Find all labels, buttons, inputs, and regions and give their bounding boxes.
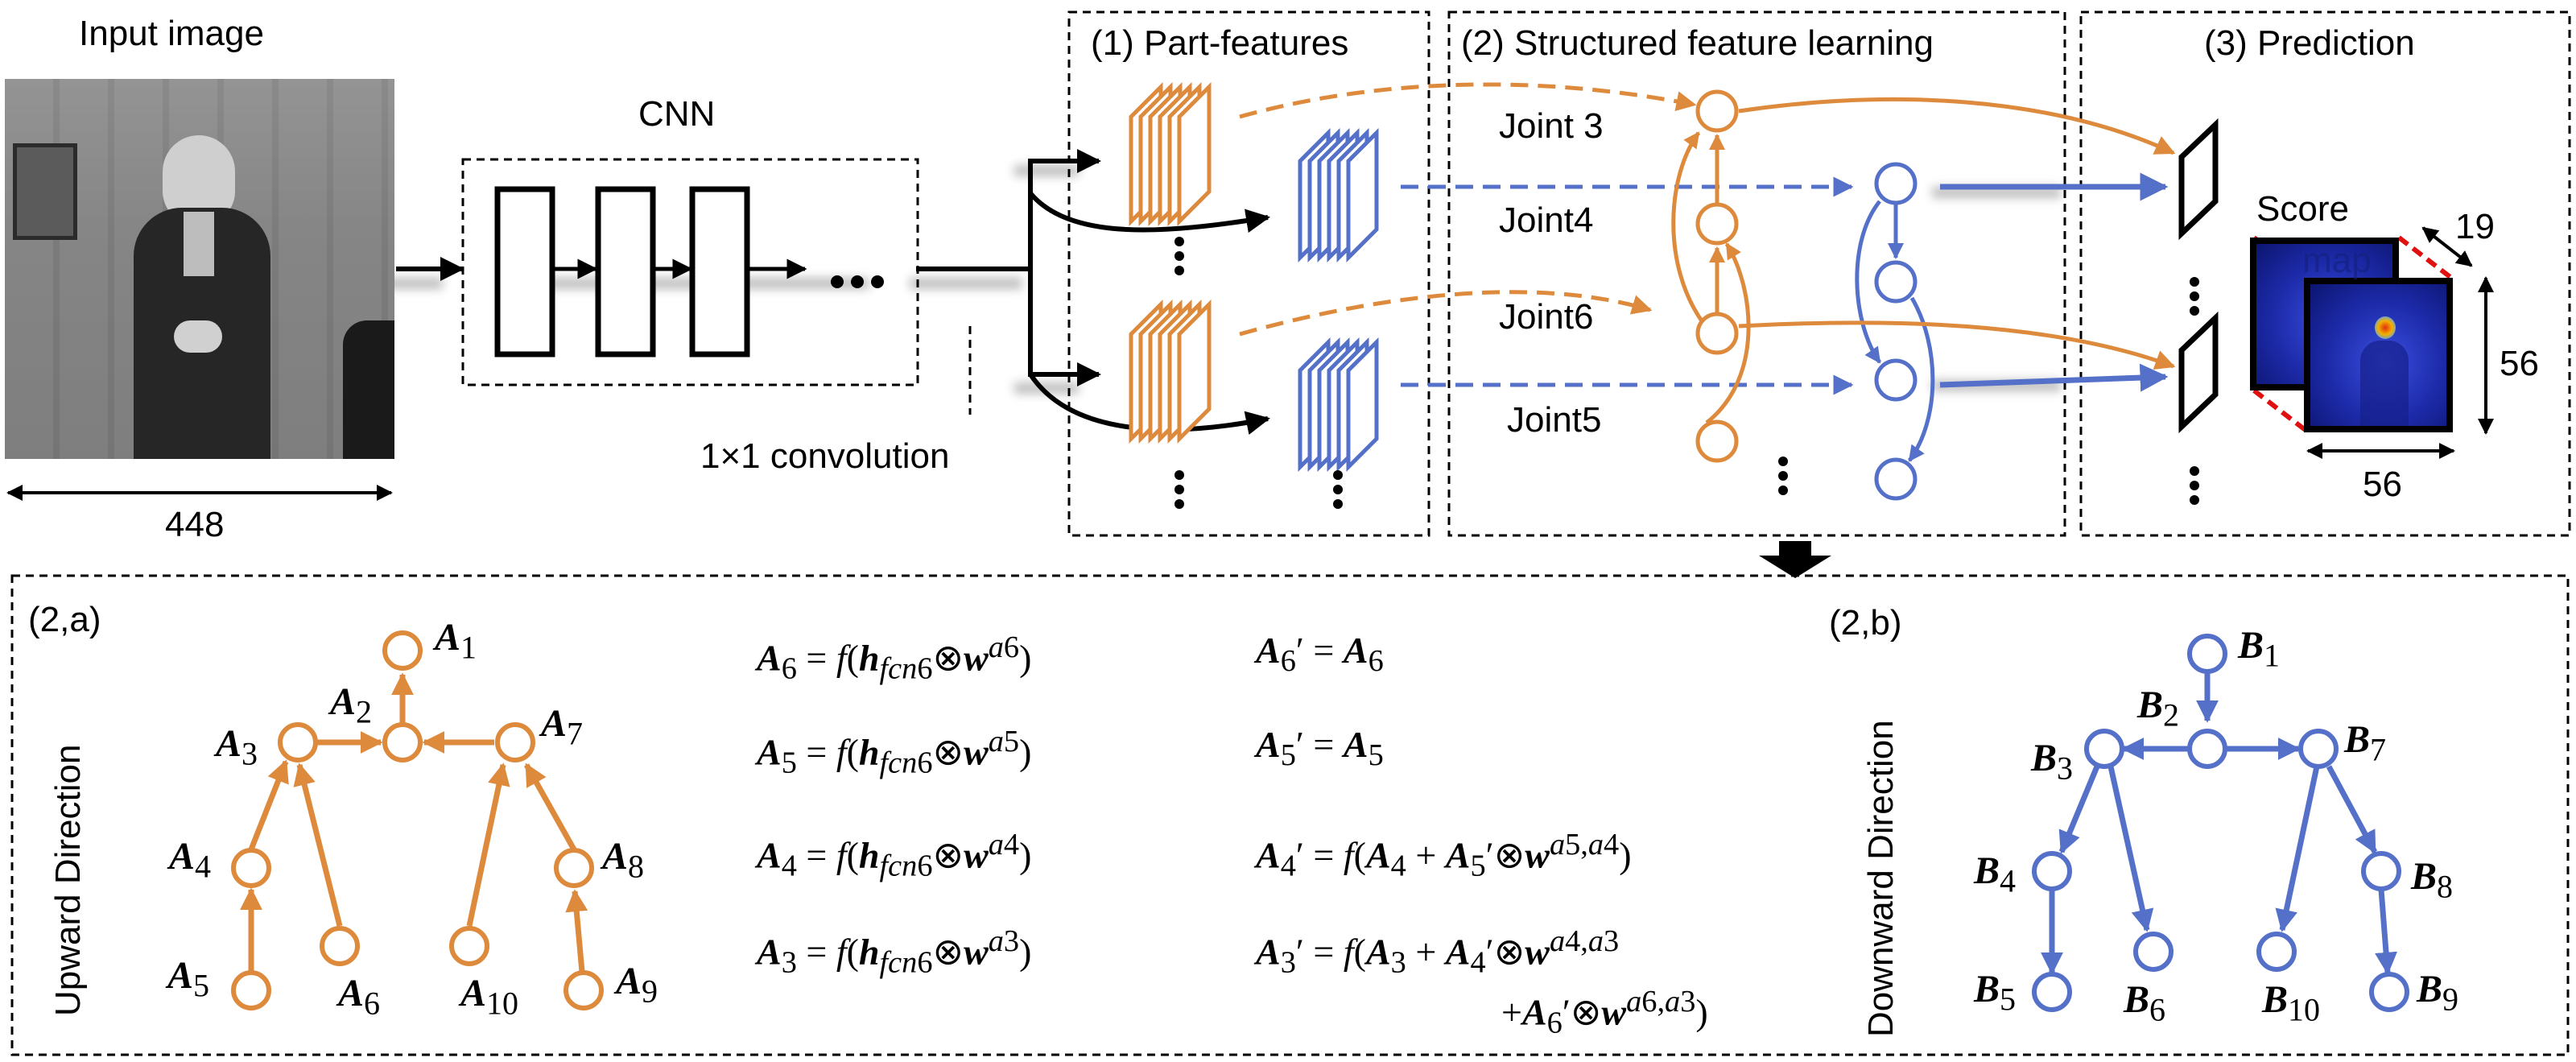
input-size-label: 448 — [165, 505, 225, 544]
node-b3-label: B3 — [2031, 737, 2074, 787]
score-height-label: 56 — [2500, 344, 2539, 383]
node-b2-label: B2 — [2137, 684, 2180, 733]
cnn-layer-2 — [595, 186, 656, 357]
vertical-ellipsis-group — [831, 237, 2199, 509]
node-a2-label: A2 — [330, 680, 373, 730]
equation-a6: A6 = f(hfcn6⊗wa6) — [757, 630, 1032, 686]
node-a1-label: A1 — [435, 616, 477, 666]
joint-label-3: Joint 3 — [1499, 106, 1604, 146]
node-b8-label: B8 — [2411, 855, 2454, 905]
score-width-label: 56 — [2363, 465, 2402, 504]
joint-label-6: Joint6 — [1499, 297, 1594, 337]
equation-a3-prime-cont: +A6′⊗wa6,a3) — [1501, 985, 1708, 1040]
branch-top — [1028, 149, 1101, 269]
node-a4-label: A4 — [169, 835, 212, 885]
blue-feature-stack-bottom — [1298, 337, 1379, 473]
equation-a3: A3 = f(hfcn6⊗wa3) — [757, 924, 1032, 980]
node-a3-label: A3 — [216, 722, 258, 772]
pred-plane-top — [2178, 118, 2219, 241]
score-depth-arrow — [2421, 226, 2473, 267]
orange-to-pred-bottom — [1738, 320, 2176, 370]
branch-mid-top — [1028, 192, 1270, 233]
node-b10-label: B10 — [2262, 978, 2321, 1028]
pred-plane-bottom — [2178, 311, 2219, 434]
stage3-title: (3) Prediction — [2204, 23, 2415, 63]
tree-a-nodes — [231, 630, 604, 1010]
down-arrow — [1759, 541, 1831, 578]
blue-joint-edges — [1855, 200, 1935, 462]
blue-to-pred-bottom — [1939, 363, 2169, 392]
panel-b-direction: Downward Direction — [1861, 720, 1901, 1037]
cnn-layer-1 — [494, 186, 555, 357]
node-b4-label: B4 — [1974, 849, 2017, 899]
stage2-title: (2) Structured feature learning — [1461, 23, 1934, 63]
node-a7-label: A7 — [541, 702, 584, 752]
cnn-box — [461, 158, 919, 386]
tree-b-nodes — [2032, 634, 2409, 1012]
blue-joint-chain — [1874, 162, 1918, 501]
tree-a-edges — [240, 672, 588, 973]
orange-joint-chain — [1695, 89, 1739, 463]
node-a5-label: A5 — [167, 954, 210, 1004]
equation-a3-prime: A3′ = f(A3 + A4′⊗wa4,a3 — [1256, 924, 1620, 980]
blue-feature-stack-top — [1298, 127, 1379, 263]
equation-a4-prime: A4′ = f(A4 + A5′⊗wa5,a4) — [1256, 828, 1632, 883]
panel-a-tag: (2,a) — [28, 600, 101, 639]
equation-a5-prime: A5′ = A5 — [1256, 724, 1384, 773]
orange-dashed-bottom — [1239, 290, 1653, 337]
node-b6-label: B6 — [2124, 978, 2166, 1028]
score-depth-label: 19 — [2455, 207, 2495, 246]
node-a10-label: A10 — [460, 972, 519, 1022]
score-map-front — [2304, 278, 2453, 432]
conv-label: 1×1 convolution — [700, 436, 950, 476]
node-a6-label: A6 — [338, 972, 381, 1022]
orange-to-pred-top — [1738, 97, 2176, 155]
input-photo — [5, 79, 394, 459]
orange-dashed-top — [1239, 82, 1697, 119]
equation-a5: A5 = f(hfcn6⊗wa5) — [757, 725, 1032, 780]
joint-label-4: Joint4 — [1499, 200, 1594, 240]
node-b7-label: B7 — [2344, 718, 2387, 768]
node-b5-label: B5 — [1974, 968, 2017, 1018]
node-b9-label: B9 — [2417, 968, 2459, 1018]
orange-feature-stack-bottom — [1129, 299, 1212, 444]
stage2-frame — [1447, 10, 2066, 537]
branch-bottom — [1028, 269, 1101, 386]
stage1-frame — [1067, 10, 1430, 537]
panel-a-direction: Upward Direction — [48, 744, 88, 1016]
equation-a4: A4 = f(hfcn6⊗wa4) — [757, 828, 1032, 883]
equation-a6-prime: A6′ = A6 — [1256, 630, 1384, 679]
bottom-panel-frame — [10, 574, 2570, 1056]
node-a8-label: A8 — [602, 835, 645, 885]
cnn-label: CNN — [638, 94, 716, 134]
node-a9-label: A9 — [616, 960, 658, 1010]
cnn-layer-3 — [689, 186, 750, 357]
score-map-title: Score — [2256, 189, 2349, 229]
joint-label-5: Joint5 — [1507, 400, 1602, 440]
orange-joint-edges — [1671, 131, 1751, 424]
panel-b-tag: (2,b) — [1829, 603, 1902, 643]
orange-feature-stack-top — [1129, 81, 1212, 227]
branch-mid-bottom — [1028, 373, 1270, 435]
tree-b-edges — [2041, 672, 2398, 975]
node-b1-label: B1 — [2238, 624, 2281, 674]
stage1-title: (1) Part-features — [1091, 23, 1349, 63]
input-image-label: Input image — [79, 14, 264, 53]
score-map-title-2: map — [2302, 241, 2372, 280]
